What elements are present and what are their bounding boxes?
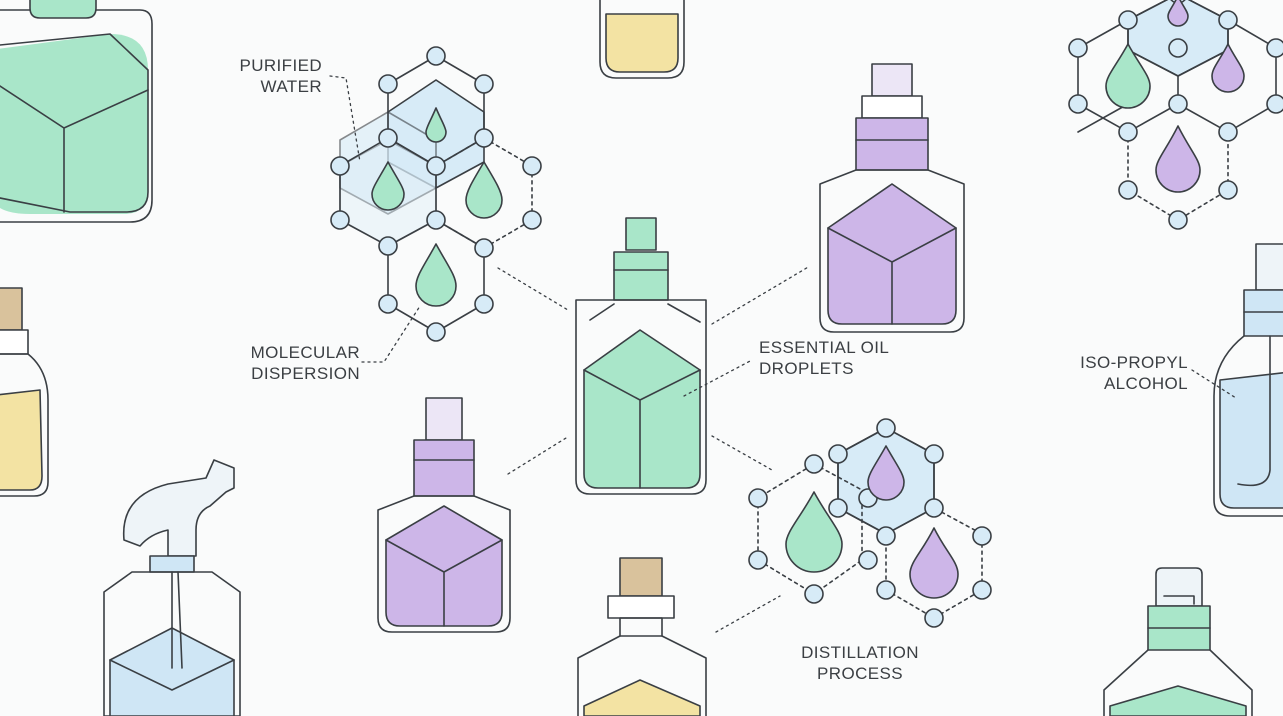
center-mint-bottle (575, 217, 707, 495)
small-lavender-spray (377, 397, 511, 633)
cork-bottle-center (577, 557, 707, 716)
distillation-molecule (748, 418, 992, 628)
alcohol-spray-bottle (1213, 243, 1283, 517)
molecular-dispersion-label: MOLECULAR DISPERSION (250, 343, 360, 383)
purified-water-label: PURIFIED WATER (239, 56, 322, 96)
green-jar-top-left (0, 0, 153, 223)
distillation-process-label: DISTILLATION PROCESS (801, 643, 919, 683)
essential-oil-droplets-label: ESSENTIAL OIL DROPLETS (759, 338, 890, 378)
iso-propyl-alcohol-label: ISO-PROPYL ALCOHOL (1080, 353, 1188, 393)
trigger-spray-bottle (103, 459, 241, 716)
water-molecule (330, 46, 542, 342)
alcohol-molecule (1068, 0, 1283, 230)
cork-bottle-left (0, 287, 49, 497)
leader-lines (329, 75, 1237, 633)
yellow-vial-top (599, 0, 685, 79)
mint-vial-bottom-right (1103, 567, 1253, 716)
lavender-spray-bottle (819, 63, 965, 333)
